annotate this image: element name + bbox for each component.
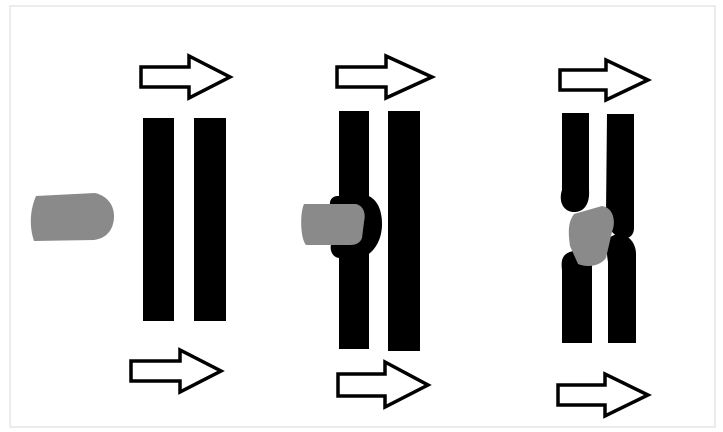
projectile — [31, 193, 114, 241]
right-layer — [388, 111, 420, 351]
right-layer-lower-fragment — [607, 234, 636, 343]
left-layer — [143, 118, 174, 321]
projectile — [301, 204, 365, 245]
right-layer — [194, 118, 226, 321]
left-layer-upper-fragment — [561, 113, 589, 212]
